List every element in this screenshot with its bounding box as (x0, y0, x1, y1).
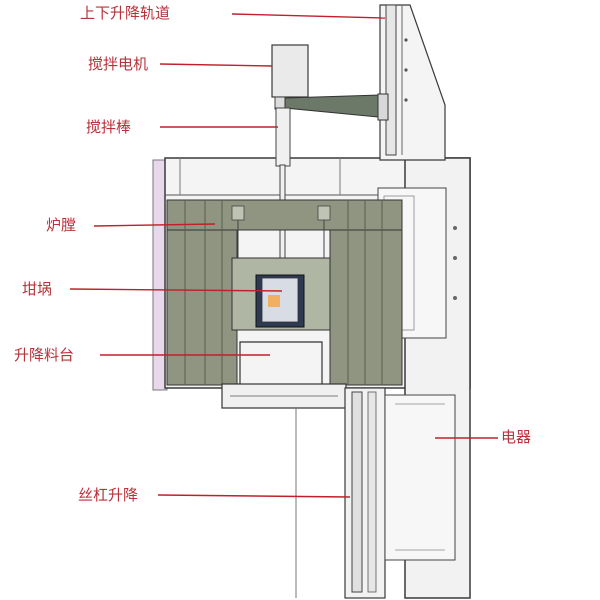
leader-lift-rail (231, 13, 386, 19)
leader-screw-lift (157, 494, 351, 498)
label-crucible: 坩埚 (22, 280, 53, 298)
label-stir-motor: 搅拌电机 (88, 55, 149, 73)
screw-lift-column (295, 387, 386, 599)
label-lift-table: 升降料台 (14, 346, 75, 364)
label-electrical: 电器 (501, 428, 532, 446)
chamber-insulation (166, 199, 403, 386)
top-rail-tower (379, 4, 446, 161)
leader-lines (69, 13, 498, 498)
leader-stir-motor (159, 63, 273, 67)
label-stir-rod: 搅拌棒 (86, 118, 132, 136)
label-screw-lift: 丝杠升降 (78, 486, 139, 504)
label-furnace-chamber: 炉膛 (46, 216, 77, 234)
label-lift-rail: 上下升降轨道 (80, 4, 171, 22)
crucible (255, 274, 305, 328)
stir-motor-assembly (271, 44, 389, 167)
leader-crucible (69, 288, 283, 292)
leader-furnace-chamber (93, 223, 216, 227)
electrical-box (384, 394, 456, 561)
